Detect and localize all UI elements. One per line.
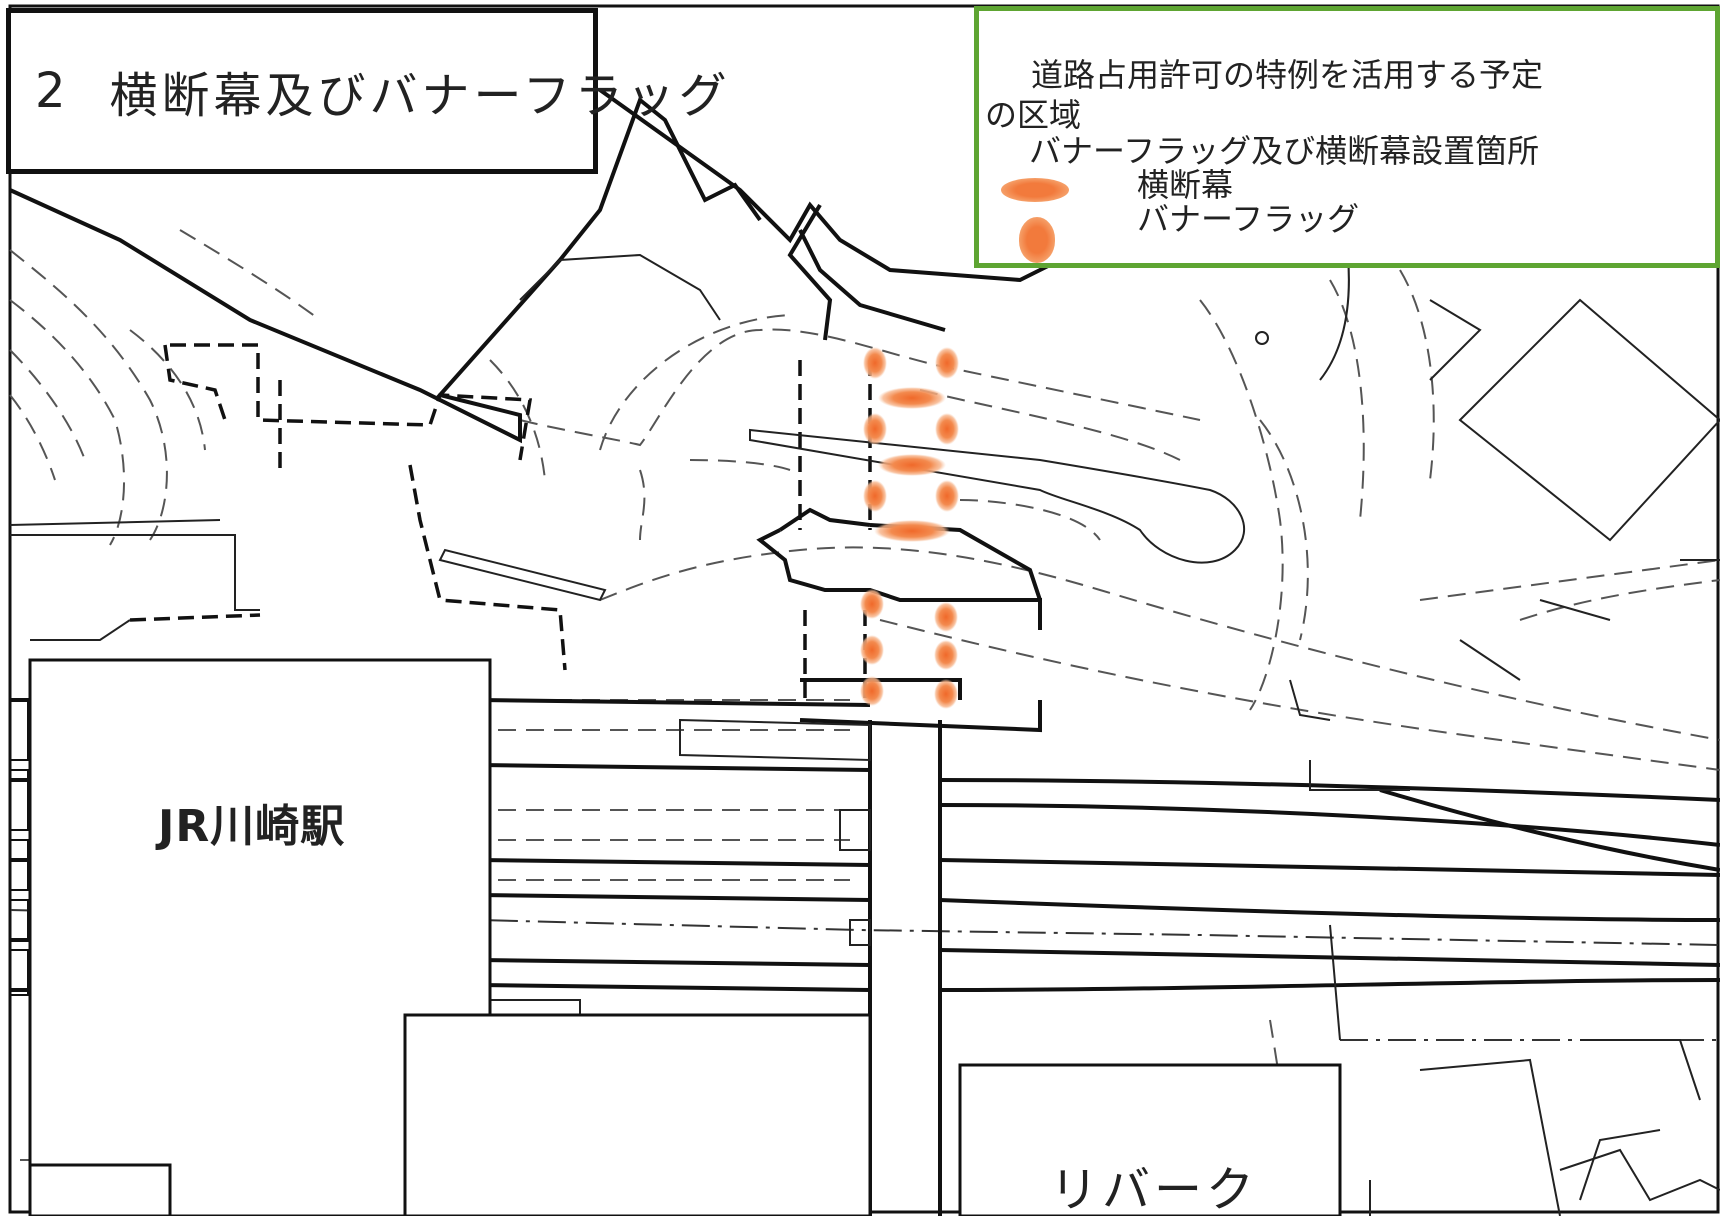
flag-marker [863, 413, 887, 445]
flag-markers [860, 347, 959, 709]
flag-marker [860, 635, 884, 665]
flag-marker [860, 589, 884, 619]
flag-marker [935, 347, 959, 379]
flag-marker [934, 602, 958, 632]
left-edge-blocks [9, 699, 29, 996]
legend-location-line: バナーフラッグ及び横断幕設置箇所 [1029, 132, 1540, 170]
banner-marker [874, 520, 950, 542]
title-number: 2 [35, 63, 70, 119]
small-building [28, 1163, 172, 1216]
map-point [1255, 331, 1269, 345]
building-label: リバーク [1050, 1162, 1259, 1218]
banner-markers [874, 387, 950, 542]
banner-marker [878, 387, 946, 409]
title-box: 2 横断幕及びバナーフラッグ [6, 8, 727, 174]
flag-marker [860, 676, 884, 706]
flag-legend-icon [1019, 217, 1055, 263]
title-text: 横断幕及びバナーフラッグ [109, 68, 731, 124]
legend-flag-label: バナーフラッグ [1137, 200, 1360, 238]
flag-marker [934, 679, 958, 709]
legend-box: 道路占用許可の特例を活用する予定 の区域 バナーフラッグ及び横断幕設置箇所 横断… [974, 6, 1720, 268]
legend-area-line2: の区域 [985, 96, 1082, 134]
station-label: JR川崎駅 [158, 801, 346, 852]
banner-legend-icon [1001, 178, 1069, 202]
road-dashed-lines [9, 229, 1720, 1216]
flag-marker [935, 413, 959, 445]
flag-marker [863, 480, 887, 512]
riverk-building [958, 1063, 1342, 1216]
flag-marker [934, 640, 958, 670]
legend-area-line1: 道路占用許可の特例を活用する予定 [1031, 56, 1544, 94]
flag-marker [863, 347, 887, 379]
station-annex-building [403, 1013, 872, 1216]
rail-tracks [10, 698, 1720, 992]
zone-thick-dashed-outline [129, 343, 872, 700]
legend-banner-label: 横断幕 [1137, 166, 1234, 204]
banner-marker [878, 454, 946, 476]
flag-marker [935, 480, 959, 512]
curb-thin-lines [9, 199, 1720, 1216]
